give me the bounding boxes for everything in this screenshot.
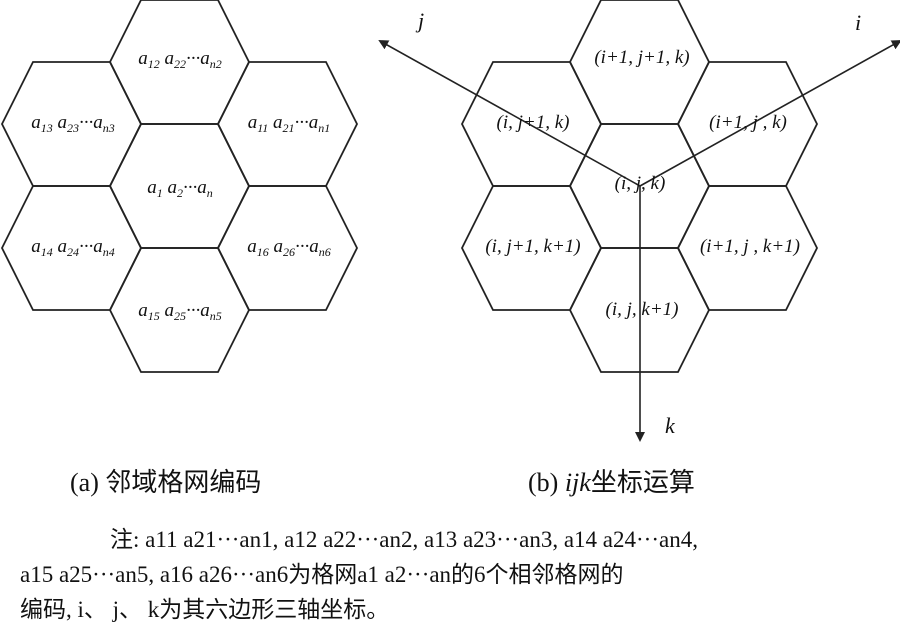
note-line-2: a15 a25···an5, a16 a26···an6为格网a1 a2···a… [20,562,624,587]
caption-a: (a) 邻域格网编码 [70,468,262,497]
label-a-center: a1 a2···an [147,177,213,200]
label-a-lower-left: a14 a24···an4 [31,236,115,259]
j-axis-label: j [415,8,424,33]
label-a-lower-right: a16 a26···an6 [247,236,331,259]
caption-b-suffix: 坐标运算 [590,468,695,497]
label-a-bottom: a15 a25···an5 [138,300,222,323]
panel-b-hexagons [460,0,819,373]
label-b-lower-left: (i, j+1, k+1) [485,236,580,257]
label-a-top: a12 a22···an2 [138,48,222,71]
k-axis-label: k [665,413,676,438]
panel-a-hexagons [0,0,359,373]
panel-a-labels: a12 a22···an2 a13 a23···an3 a11 a21···an… [31,48,331,323]
figure-note: 注: a11 a21···an1, a12 a22···an2, a13 a23… [20,522,890,627]
note-line-1: 注: a11 a21···an1, a12 a22···an2, a13 a23… [110,527,698,552]
caption-b-prefix: (b) [528,468,565,497]
label-a-upper-right: a11 a21···an1 [248,112,331,135]
i-axis-arrow [639,40,900,187]
panel-b-axes: j i k [378,8,900,442]
caption-b: (b) ijk坐标运算 [528,462,695,499]
i-axis-label: i [855,10,861,35]
label-b-upper-left: (i, j+1, k) [497,112,570,133]
label-b-center: (i, j, k) [615,173,666,194]
note-line-3: 编码, i、 j、 k为其六边形三轴坐标。 [20,597,390,622]
label-b-lower-right: (i+1, j , k+1) [700,236,800,257]
hex-b-bottom [568,247,711,373]
hex-a-bottom [108,247,251,373]
label-b-bottom: (i, j, k+1) [606,299,679,320]
label-b-upper-right: (i+1, j , k) [709,112,787,133]
panel-b-labels: (i+1, j+1, k) (i, j+1, k) (i+1, j , k) (… [485,47,800,320]
j-axis-arrow [378,40,641,187]
caption-b-ijk: ijk [564,468,591,497]
label-a-upper-left: a13 a23···an3 [31,112,115,135]
label-b-top: (i+1, j+1, k) [594,47,689,68]
